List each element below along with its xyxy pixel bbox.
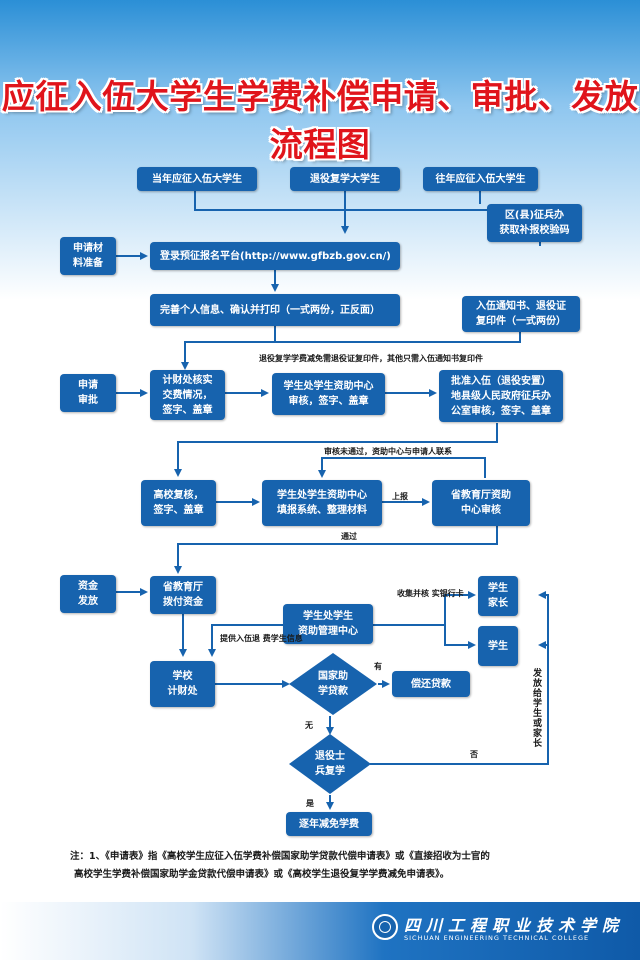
node-province-review: 省教育厅资助 中心审核	[432, 480, 530, 526]
retired-resume-label: 退役士 兵复学	[315, 751, 345, 777]
node-current-students: 当年应征入伍大学生	[137, 167, 257, 191]
node-aid-mgmt-center: 学生处学生 资助管理中心	[283, 604, 373, 644]
label-retired-note: 退役复学学费减免需退役证复印件，其他只需入伍通知书复印件	[259, 354, 483, 363]
node-student: 学生	[478, 626, 518, 666]
label-distribute: 发放给学生或家长	[531, 668, 541, 748]
label-yes1: 有	[374, 662, 382, 671]
node-login-platform: 登录预征报名平台(http://www.gfbzb.gov.cn/)	[150, 242, 400, 270]
node-approve-enlist: 批准入伍（退役安置） 地县级人民政府征兵办 公室审核，签字、盖章	[439, 370, 563, 422]
node-tuition-waiver: 逐年减免学费	[286, 812, 372, 836]
node-district-office: 区(县)征兵办 获取补报校验码	[487, 204, 582, 242]
label-review-fail: 审核未通过，资助中心与申请人联系	[324, 447, 452, 456]
footnote-line-1: 注：1、《申请表》指《高校学生应征入伍学费补偿国家助学贷款代偿申请表》或《直接招…	[70, 851, 490, 862]
footnote: 注：1、《申请表》指《高校学生应征入伍学费补偿国家助学贷款代偿申请表》或《直接招…	[70, 848, 590, 884]
label-no2: 否	[470, 750, 478, 759]
node-school-finance: 学校 计财处	[150, 661, 215, 707]
node-materials-prep: 申请材 料准备	[60, 237, 116, 275]
label-passed: 通过	[341, 532, 357, 541]
node-province-allocate: 省教育厅 拨付资金	[150, 576, 216, 614]
node-aid-center-review: 学生处学生资助中心 审核，签字、盖章	[272, 373, 385, 415]
footer-bar	[0, 902, 640, 960]
node-previous-students: 往年应征入伍大学生	[423, 167, 538, 191]
node-repay-loan: 偿还贷款	[392, 671, 470, 697]
node-finance-check: 计财处核实 交费情况， 签字、盖章	[150, 370, 225, 420]
node-apply-review: 申请 审批	[60, 374, 116, 412]
school-logo-icon	[372, 914, 398, 940]
label-yes2: 是	[306, 799, 314, 808]
label-provide-info: 提供入伍退 费学生信息	[220, 634, 303, 643]
node-school-recheck: 高校复核， 签字、盖章	[141, 480, 216, 526]
node-student-parent: 学生 家长	[478, 576, 518, 616]
school-name: 四川工程职业技术学院	[404, 916, 625, 935]
node-retired-resume: 退役士 兵复学	[288, 733, 372, 795]
node-retired-students: 退役复学大学生	[290, 167, 400, 191]
node-funds-issue: 资金 发放	[60, 575, 116, 613]
node-national-loan: 国家助 学贷款	[288, 652, 378, 716]
label-collect-bank: 收集并核 实银行卡	[397, 589, 464, 598]
national-loan-label: 国家助 学贷款	[318, 671, 348, 697]
page-title: 应征入伍大学生学费补偿申请、审批、发放流程图	[1, 77, 639, 164]
node-complete-info: 完善个人信息、确认并打印（一式两份，正反面）	[150, 294, 400, 326]
label-no1: 无	[305, 721, 313, 730]
school-name-en: SICHUAN ENGINEERING TECHNICAL COLLEGE	[404, 934, 590, 942]
footnote-line-2: 高校学生学费补偿国家助学金贷款代偿申请表》或《高校学生退役复学学费减免申请表》。	[74, 869, 450, 881]
node-aid-center-fill: 学生处学生资助中心 填报系统、整理材料	[262, 480, 382, 526]
node-enlistment-notice: 入伍通知书、退役证 复印件（一式两份）	[462, 296, 580, 332]
label-report-up: 上报	[392, 492, 408, 501]
